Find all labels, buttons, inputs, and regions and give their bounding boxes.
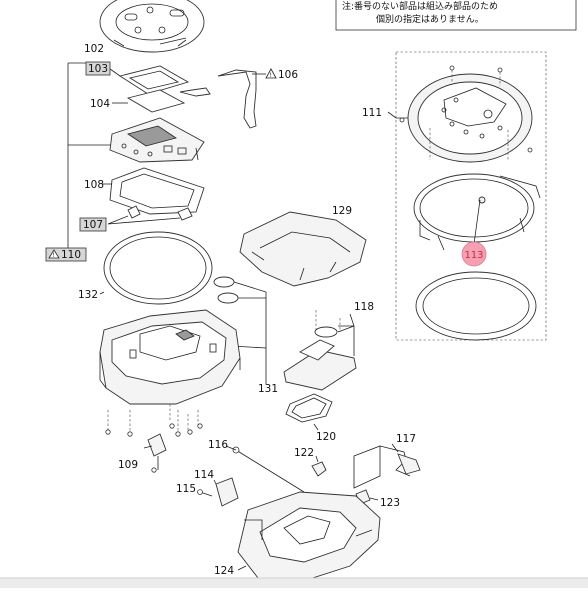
control-pcb (109, 117, 205, 163)
label-129[interactable]: 129 (332, 205, 352, 217)
hinge-109 (143, 433, 167, 470)
gasket-108 (102, 167, 205, 215)
top-cover-102 (99, 0, 205, 53)
label-103[interactable]: 103 (88, 63, 108, 75)
gaskets-131 (213, 276, 267, 384)
label-106[interactable]: 106 (278, 69, 298, 81)
label-box-107[interactable] (79, 217, 107, 232)
gasket-103 (109, 65, 190, 95)
label-132[interactable]: 132 (78, 289, 98, 301)
svg-text:!: ! (269, 72, 271, 79)
label-110[interactable]: 110 (61, 249, 81, 261)
highlight-circle[interactable] (461, 241, 487, 267)
inner-ring (413, 173, 541, 251)
label-113[interactable]: 113 (464, 250, 483, 261)
cover-plate-129 (239, 211, 367, 287)
label-118[interactable]: 118 (354, 301, 374, 313)
film-104 (112, 89, 186, 113)
label-104[interactable]: 104 (90, 98, 110, 110)
highlight-113[interactable]: 113 (461, 199, 487, 267)
label-111[interactable]: 111 (362, 107, 382, 119)
clips-107 (107, 205, 193, 225)
warning-triangle-icon: ! (265, 68, 277, 79)
flat-cable-106 (179, 69, 266, 129)
label-116[interactable]: 116 (208, 439, 228, 451)
ring-132 (99, 231, 213, 305)
label-124[interactable]: 124 (214, 565, 234, 577)
gasket-120 (285, 393, 333, 431)
screw-115 (197, 489, 213, 497)
label-120[interactable]: 120 (316, 431, 336, 443)
label-115[interactable]: 115 (176, 483, 196, 495)
spring-117 (353, 443, 421, 489)
label-123[interactable]: 123 (380, 497, 400, 509)
note-box: 注:番号のない部品は組込み部品のため 個別の指定はありません。 (335, 0, 577, 31)
note-line-1: 注:番号のない部品は組込み部品のため (342, 0, 498, 12)
body-screws (105, 404, 203, 473)
rod-116 (225, 445, 305, 493)
svg-text:!: ! (52, 252, 54, 259)
bracket-118 (283, 310, 357, 391)
label-131[interactable]: 131 (258, 383, 278, 395)
latch-122 (311, 455, 327, 477)
bottom-bar (0, 578, 588, 588)
label-102[interactable]: 102 (84, 43, 104, 55)
outer-body (99, 309, 241, 405)
note-line-2: 個別の指定はありません。 (376, 13, 484, 25)
label-109[interactable]: 109 (118, 459, 138, 471)
label-117[interactable]: 117 (396, 433, 416, 445)
label-box-103[interactable] (85, 61, 111, 76)
label-108[interactable]: 108 (84, 179, 104, 191)
bracket-114 (213, 477, 239, 507)
inner-lid-111 (387, 65, 533, 163)
base-124 (237, 491, 381, 583)
label-122[interactable]: 122 (294, 447, 314, 459)
lid-gasket-ring (415, 271, 537, 341)
label-107[interactable]: 107 (83, 219, 103, 231)
label-114[interactable]: 114 (194, 469, 214, 481)
part-labels[interactable]: 102 103 104 ! 106 108 107 ! 110 132 129 … (45, 43, 416, 577)
warning-triangle-icon: ! (48, 249, 60, 259)
